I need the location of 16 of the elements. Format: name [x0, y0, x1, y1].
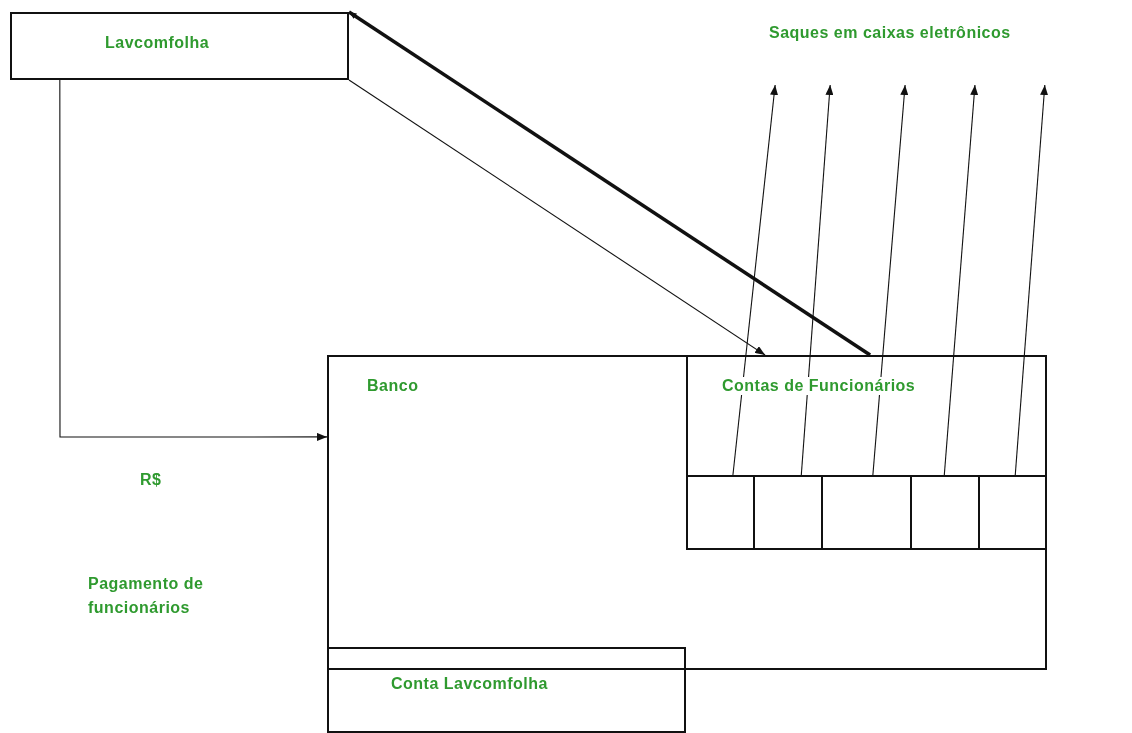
- arrow: [943, 84, 979, 476]
- arrow: [732, 84, 779, 476]
- note-label: Pagamento de funcionários: [88, 574, 205, 618]
- bank-box: [327, 355, 1047, 670]
- note-label: R$: [140, 470, 163, 490]
- arrow: [800, 84, 834, 476]
- process-box: [10, 12, 349, 80]
- account-box: [327, 647, 686, 733]
- arrow: [872, 84, 909, 476]
- arrow: [348, 79, 766, 356]
- arrow: [59, 79, 328, 441]
- box-label: Contas de Funcionários: [722, 377, 916, 395]
- accounts-box: [686, 355, 1047, 550]
- node-label: Saques em caixas eletrônicos: [769, 24, 1011, 42]
- arrow: [1014, 84, 1049, 476]
- arrow: [348, 10, 872, 357]
